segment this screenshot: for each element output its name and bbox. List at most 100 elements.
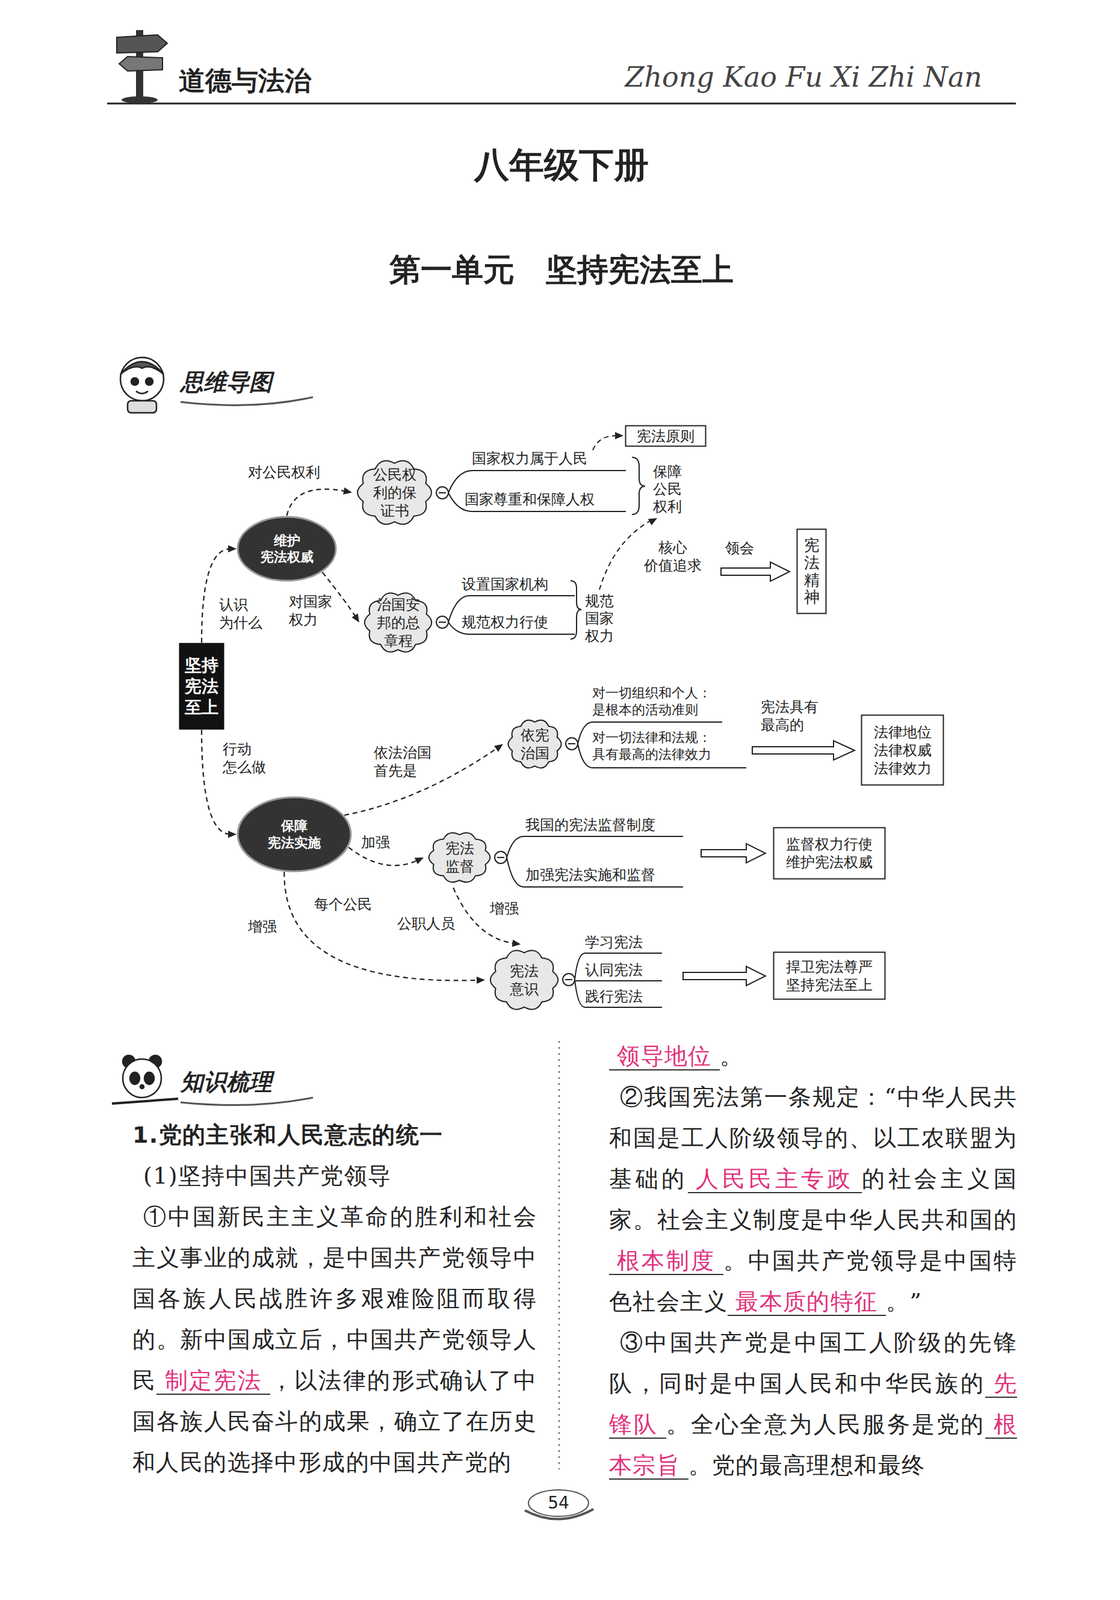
result-box: 法律地位 法律权威 法律效力 <box>860 714 945 786</box>
bracket-label: 保障公民权利 <box>652 463 682 516</box>
arrowhead <box>228 545 237 553</box>
dashed-connector <box>453 887 521 947</box>
dashed-connector <box>287 487 353 516</box>
node-text: 坚持宪法至上 <box>184 654 219 718</box>
pointer-label: 领会 <box>725 539 755 558</box>
header-subject: 道德与法治 <box>178 63 312 97</box>
branch-label: 加强宪法实施和监督 <box>525 866 656 885</box>
kid-icon <box>120 357 313 413</box>
text-column: 领导地位。②我国宪法第一条规定：“中华人民共和国是工人阶级领导的、以工农联盟为基… <box>609 1035 1018 1486</box>
column-divider <box>559 1041 560 1470</box>
text-run: 。” <box>885 1288 922 1315</box>
connector-label: 加强 <box>359 833 392 852</box>
unit-heading: 第一单元 坚持宪法至上 <box>389 249 734 289</box>
branch-label: 我国的宪法监督制度 <box>525 816 656 835</box>
node-text: 公民权利的保证书 <box>373 465 417 520</box>
paragraph: 1.党的主张和人民意志的统一 <box>132 1114 537 1156</box>
ellipse-outline <box>237 516 336 581</box>
connector-note: 公职人员 <box>397 914 455 933</box>
paragraph: (1)坚持中国共产党领导 <box>132 1155 537 1197</box>
connector-note: 每个公民 <box>314 895 372 914</box>
node-outline <box>236 515 338 582</box>
text-column: 1.党的主张和人民意志的统一 (1)坚持中国共产党领导 ①中国新民主主义革命的胜利和… <box>132 1114 537 1483</box>
ellipse-outline <box>237 797 351 872</box>
topic-cloud: 宪法意识 <box>485 944 564 1016</box>
result-box: 监督权力行使 维护宪法权威 <box>772 826 886 880</box>
topic-cloud: 宪法监督 <box>423 826 496 889</box>
text-run: ①中国新民主主义革命的胜利和社会主义事业的成就，是中国共产党领导中国各族人民战胜… <box>132 1203 537 1394</box>
fill-in-answer: 最本质的特征 <box>727 1288 886 1317</box>
branch-label: 对一切法律和法规： 具有最高的法律效力 <box>592 729 712 763</box>
header-series: Zhong Kao Fu Xi Zhi Nan <box>624 60 983 96</box>
page-number-swoosh <box>524 1490 594 1520</box>
dashed-connector <box>344 744 504 816</box>
node-text: 宪法监督 <box>445 839 475 876</box>
arrowhead <box>476 976 486 984</box>
minus-circles <box>436 486 578 986</box>
paragraph: ①中国新民主主义革命的胜利和社会主义事业的成就，是中国共产党领导中国各族人民战胜… <box>132 1196 537 1483</box>
branch-label: 设置国家机构 <box>461 575 549 594</box>
text-run: 1.党的主张和人民意志的统一 <box>132 1121 443 1149</box>
result-box: 宪法原则 <box>624 424 707 448</box>
arrowhead <box>414 857 424 865</box>
node-outline <box>423 826 496 889</box>
connector-label: 行动 怎么做 <box>221 740 268 777</box>
box-outline <box>625 426 706 447</box>
text-run: ③中国共产党是中国工人阶级的先锋队，同时是中国人民和中华民族的 <box>609 1329 1018 1397</box>
node-text: 维护 宪法权威 <box>260 532 314 566</box>
topic-cloud: 依宪治国 <box>503 714 567 774</box>
page-number: 54 <box>547 1492 570 1514</box>
connector-label: 增强 <box>246 917 279 936</box>
header-rule <box>107 103 1016 105</box>
section-label: 知识梳理 <box>180 1068 273 1098</box>
panda-icon <box>111 1055 313 1106</box>
node-text: 治国安邦的总章程 <box>376 595 421 650</box>
branch-label: 对一切组织和个人： 是根本的活动准则 <box>592 684 712 718</box>
box-outline <box>861 715 944 786</box>
cloud-outline <box>490 950 558 1010</box>
branch-label: 践行宪法 <box>584 987 643 1006</box>
paragraph: ③中国共产党是中国工人阶级的先锋队，同时是中国人民和中华民族的先锋队。全心全意为… <box>609 1322 1018 1486</box>
branch-label: 国家尊重和保障人权 <box>464 490 595 509</box>
fill-in-answer: 制定宪法 <box>156 1367 270 1396</box>
connector-line <box>284 872 480 981</box>
box-outline <box>797 529 827 614</box>
signpost-icon <box>116 30 168 104</box>
node-text: 监督权力行使 维护宪法权威 <box>785 835 873 872</box>
cloud-outline <box>507 720 561 768</box>
box-outline <box>179 643 224 730</box>
branch-ellipse: 保障 宪法实施 <box>236 796 353 873</box>
node-outline <box>236 796 353 873</box>
topic-cloud: 公民权利的保证书 <box>352 454 437 531</box>
result-box: 捍卫宪法尊严 坚持宪法至上 <box>772 951 886 1001</box>
cloud-outline <box>357 460 432 525</box>
topic-cloud: 治国安邦的总章程 <box>359 586 437 659</box>
connector-label: 依法治国 首先是 <box>372 743 433 780</box>
branch-label: 学习宪法 <box>584 933 643 952</box>
fill-in-answer: 领导地位 <box>609 1042 720 1071</box>
paragraph: ②我国宪法第一条规定：“中华人民共和国是工人阶级领导的、以工农联盟为基础的人民民… <box>609 1076 1018 1323</box>
hollow-arrows <box>683 562 855 986</box>
branch-label: 规范权力行使 <box>461 613 549 632</box>
node-text: 依宪治国 <box>520 726 550 763</box>
node-text: 法律地位 法律权威 法律效力 <box>873 723 932 778</box>
node-outline <box>772 826 886 880</box>
root-box: 坚持宪法至上 <box>178 642 225 731</box>
node-outline <box>485 944 564 1016</box>
box-outline <box>773 828 886 880</box>
arrowhead <box>351 613 360 623</box>
cloud-outline <box>429 832 491 883</box>
branch-lines <box>448 470 747 1008</box>
connector-label: 对公民权利 <box>246 463 322 482</box>
arrowhead <box>343 487 353 495</box>
node-text: 保障 宪法实施 <box>267 817 321 851</box>
connector-label: 对国家 权力 <box>287 592 334 629</box>
arrowhead <box>228 830 237 838</box>
arrowhead <box>494 744 504 753</box>
connector-label: 增强 <box>488 899 520 918</box>
branch-label: 认同宪法 <box>584 961 643 980</box>
branch-ellipse: 维护 宪法权威 <box>236 515 338 582</box>
connector-label: 认识 为什么 <box>217 595 264 632</box>
